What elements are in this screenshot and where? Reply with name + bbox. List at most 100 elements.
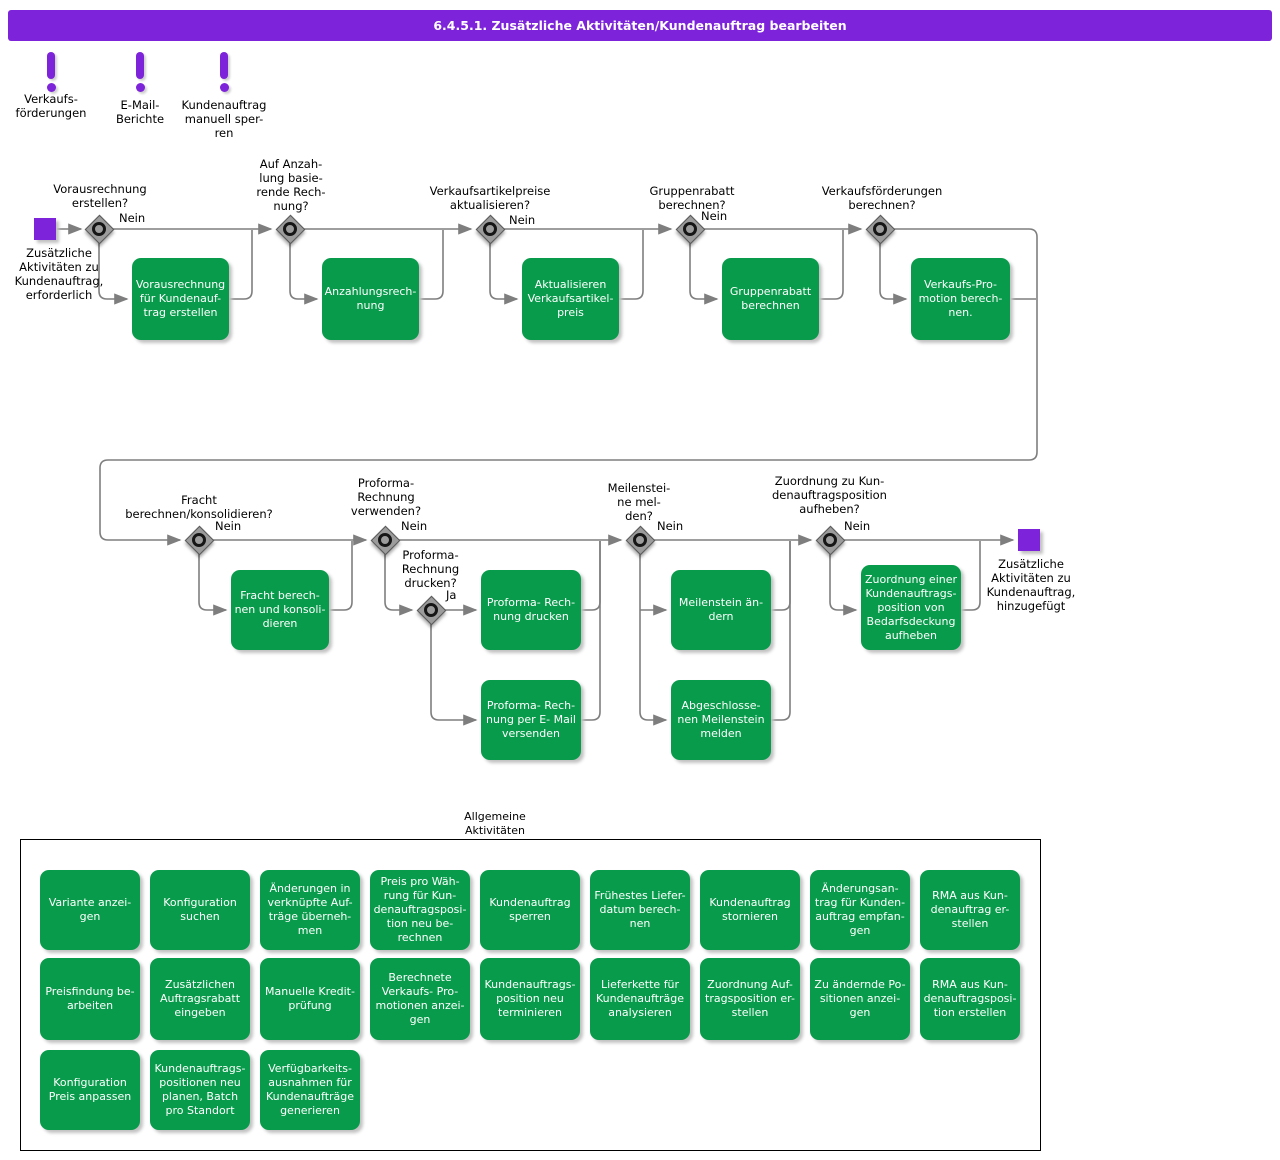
activity-kundenauftrag-sperren[interactable]: Kundenauftrag sperren — [480, 870, 580, 950]
activity-label: Zuordnung Auf- tragsposition er- stellen — [705, 978, 795, 1019]
activity-preisfindung-bearbeiten[interactable]: Preisfindung be- arbeiten — [40, 958, 140, 1040]
activity-zu-aendernde-positionen[interactable]: Zu ändernde Po- sitionen anzei- gen — [810, 958, 910, 1040]
gateway-circle-icon — [378, 533, 392, 547]
decision-proforma-drucken — [416, 595, 447, 626]
milestone-label: Verkaufs- förderungen — [15, 92, 87, 120]
connector-path — [198, 554, 228, 616]
activity-label: Konfiguration Preis anpassen — [48, 1076, 132, 1103]
activity-verfuegbarkeitsausnahmen[interactable]: Verfügbarkeits- ausnahmen für Kundenauft… — [260, 1050, 360, 1130]
task-gruppenrabatt-berechnen[interactable]: Gruppenrabatt berechnen — [722, 258, 819, 340]
activity-konfiguration-suchen[interactable]: Konfiguration suchen — [150, 870, 250, 950]
activity-positionen-neu-planen[interactable]: Kundenauftrags- positionen neu planen, B… — [150, 1050, 250, 1130]
activity-manuelle-kreditpruefung[interactable]: Manuelle Kredit- prüfung — [260, 958, 360, 1040]
activity-kundenauftrag-stornieren[interactable]: Kundenauftrag stornieren — [700, 870, 800, 950]
activity-lieferkette-analysieren[interactable]: Lieferkette für Kundenaufträge analysier… — [590, 958, 690, 1040]
exclamation-dot — [136, 83, 145, 92]
branch-label: Nein — [401, 519, 428, 533]
gateway-circle-icon — [633, 533, 647, 547]
connector-path — [581, 541, 601, 611]
activity-label: RMA aus Kun- denauftragsposi- tion erste… — [923, 978, 1017, 1019]
decision-zuordnung-aufheben — [815, 525, 846, 556]
branch-label: Ja — [446, 588, 457, 602]
activity-fruehestes-lieferdatum[interactable]: Frühestes Liefer- datum berech- nen — [590, 870, 690, 950]
connector-path — [771, 541, 791, 611]
connector-path — [879, 243, 908, 305]
activity-label: Kundenauftrag sperren — [489, 896, 571, 923]
decision-anzahlung — [275, 214, 306, 245]
task-label: Proforma- Rech- nung drucken — [486, 596, 576, 623]
connector-path — [689, 243, 719, 305]
task-label: Aktualisieren Verkaufsartikel- preis — [527, 278, 614, 319]
activity-label: Kundenauftrags- positionen neu planen, B… — [154, 1062, 246, 1117]
exclamation-icon[interactable] — [136, 52, 145, 92]
activity-auftragsrabatt-eingeben[interactable]: Zusätzlichen Auftragsrabatt eingeben — [150, 958, 250, 1040]
activity-zuordnung-auftragsposition-erstellen[interactable]: Zuordnung Auf- tragsposition er- stellen — [700, 958, 800, 1040]
task-label: Zuordnung einer Kundenauftrags- position… — [864, 572, 958, 642]
connector-path — [619, 230, 644, 300]
activity-aenderungsantrag-empfangen[interactable]: Änderungsan- trag für Kunden- auftrag em… — [810, 870, 910, 950]
activity-promotionen-anzeigen[interactable]: Berechnete Verkaufs- Pro- motionen anzei… — [370, 958, 470, 1040]
task-fracht-berechnen[interactable]: Fracht berech- nen und konsoli- dieren — [231, 570, 329, 650]
exclamation-icon[interactable] — [220, 52, 229, 92]
gateway-circle-icon — [192, 533, 206, 547]
task-verkaufsartikelpreis-aktualisieren[interactable]: Aktualisieren Verkaufsartikel- preis — [522, 258, 619, 340]
activity-label: Frühestes Liefer- datum berech- nen — [594, 889, 686, 930]
gateway-circle-icon — [92, 222, 106, 236]
milestone-label: Kundenauftrag manuell sper- ren — [181, 98, 267, 140]
connector-path — [98, 243, 129, 305]
diagram-title: 6.4.5.1. Zusätzliche Aktivitäten/Kundena… — [433, 18, 847, 33]
task-vorausrechnung-erstellen[interactable]: Vorausrechnung für Kundenauf- trag erste… — [132, 258, 229, 340]
diagram-title-bar: 6.4.5.1. Zusätzliche Aktivitäten/Kundena… — [8, 10, 1272, 41]
gateway-circle-icon — [683, 222, 697, 236]
activity-variante-anzeigen[interactable]: Variante anzei- gen — [40, 870, 140, 950]
connector-path — [99, 228, 1038, 546]
branch-label: Nein — [215, 519, 242, 533]
task-anzahlungsrechnung[interactable]: Anzahlungsrech- nung — [322, 258, 419, 340]
activity-position-neu-terminieren[interactable]: Kundenauftrags- position neu terminieren — [480, 958, 580, 1040]
general-activities-label: Allgemeine Aktivitäten — [464, 810, 526, 837]
connector-path — [329, 541, 353, 611]
activity-label: Preisfindung be- arbeiten — [45, 985, 135, 1012]
activity-konfiguration-preis-anpassen[interactable]: Konfiguration Preis anpassen — [40, 1050, 140, 1130]
connector-path — [229, 230, 253, 300]
activity-rma-aus-kundenauftrag[interactable]: RMA aus Kun- denauftrag er- stellen — [920, 870, 1020, 950]
task-label: Anzahlungsrech- nung — [324, 285, 417, 312]
connector-path — [819, 230, 844, 300]
start-node — [34, 218, 56, 240]
exclamation-icon[interactable] — [47, 52, 56, 92]
task-zuordnung-aufheben[interactable]: Zuordnung einer Kundenauftrags- position… — [861, 565, 961, 650]
exclamation-bar — [136, 52, 144, 79]
decision-verkaufsartikelpreise — [475, 214, 506, 245]
gateway-circle-icon — [283, 222, 297, 236]
task-proforma-email-versenden[interactable]: Proforma- Rech- nung per E- Mail versend… — [481, 680, 581, 760]
start-node-label: Zusätzliche Aktivitäten zu Kundenauftrag… — [14, 246, 104, 302]
connector-path — [289, 243, 319, 305]
branch-label: Nein — [119, 211, 146, 225]
branch-label: Nein — [657, 519, 684, 533]
activity-rma-aus-position[interactable]: RMA aus Kun- denauftragsposi- tion erste… — [920, 958, 1020, 1040]
task-verkaufspromotion-berechnen[interactable]: Verkaufs-Pro- motion berech- nen. — [911, 258, 1010, 340]
task-label: Verkaufs-Pro- motion berech- nen. — [918, 278, 1003, 319]
task-label: Proforma- Rech- nung per E- Mail versend… — [486, 699, 576, 740]
connector-path — [489, 243, 519, 305]
task-meilenstein-aendern[interactable]: Meilenstein än- dern — [671, 570, 771, 650]
decision-question: Auf Anzah- lung basie- rende Rech- nung? — [256, 157, 326, 213]
task-proforma-drucken[interactable]: Proforma- Rech- nung drucken — [481, 570, 581, 650]
decision-question: Vorausrechnung erstellen? — [53, 182, 147, 210]
end-node-label: Zusätzliche Aktivitäten zu Kundenauftrag… — [986, 557, 1076, 613]
decision-gruppenrabatt — [675, 214, 706, 245]
task-label: Vorausrechnung für Kundenauf- trag erste… — [135, 278, 226, 319]
decision-meilensteine-melden — [625, 525, 656, 556]
activity-preis-pro-waehrung[interactable]: Preis pro Wäh- rung für Kun- denauftrags… — [370, 870, 470, 950]
task-label: Meilenstein än- dern — [678, 596, 764, 623]
activity-aenderungen-uebernehmen[interactable]: Änderungen in verknüpfte Auf- träge über… — [260, 870, 360, 950]
branch-label: Nein — [509, 213, 536, 227]
activity-label: Kundenauftrags- position neu terminieren — [484, 978, 576, 1019]
activity-label: Kundenauftrag stornieren — [709, 896, 791, 923]
activity-label: Änderungsan- trag für Kunden- auftrag em… — [814, 882, 906, 937]
task-meilenstein-melden[interactable]: Abgeschlosse- nen Meilenstein melden — [671, 680, 771, 760]
end-node — [1018, 529, 1040, 551]
gateway-circle-icon — [483, 222, 497, 236]
activity-label: RMA aus Kun- denauftrag er- stellen — [930, 889, 1010, 930]
decision-verkaufsfoerderungen — [865, 214, 896, 245]
